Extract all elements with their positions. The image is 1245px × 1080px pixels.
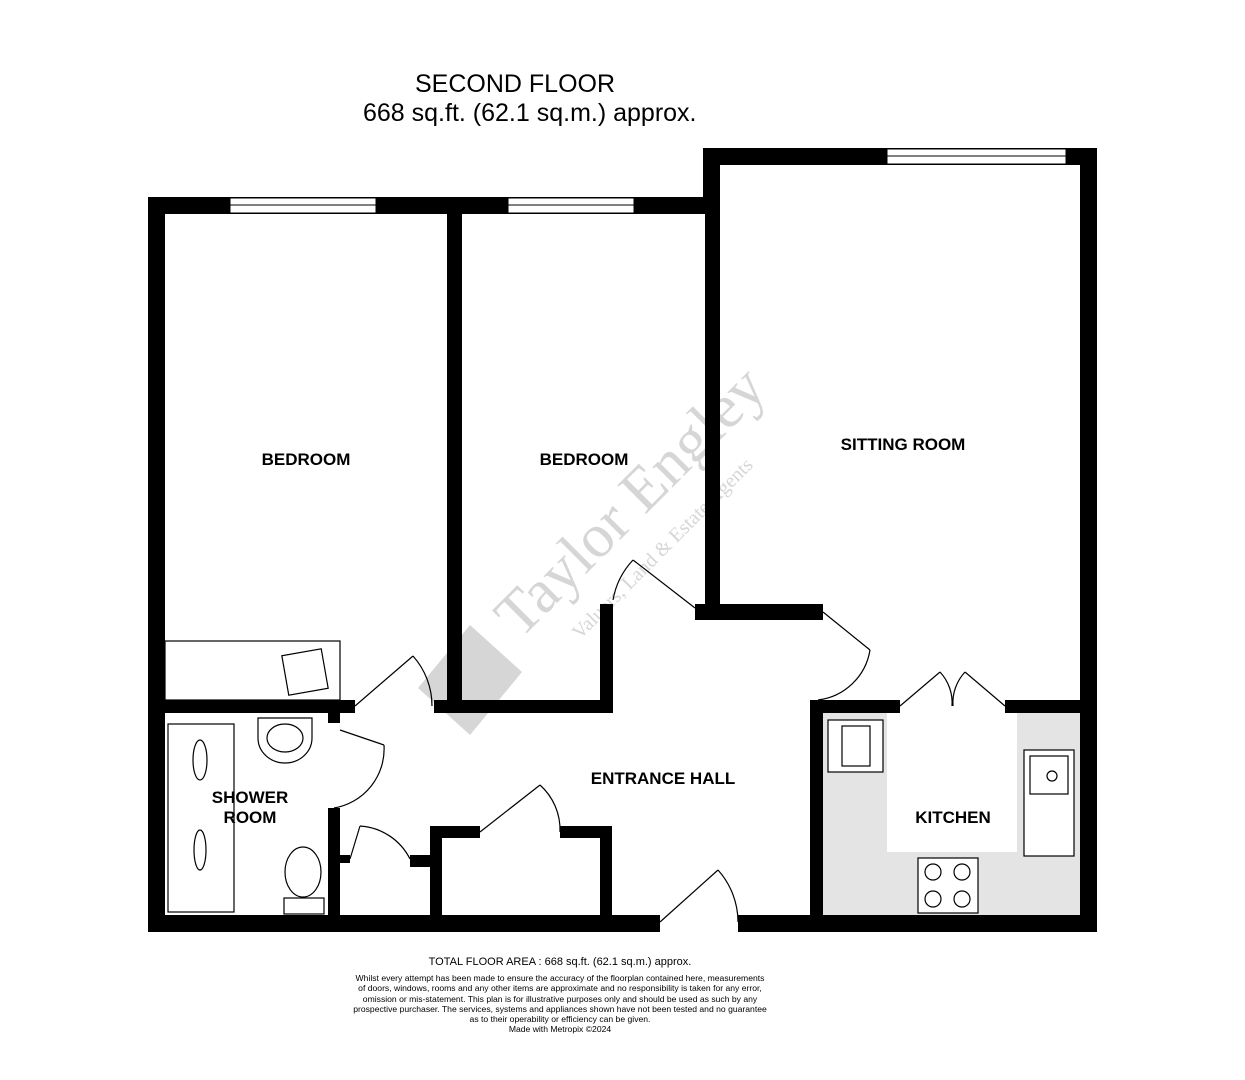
walls [148, 148, 1097, 932]
room-label-shower-line1: SHOWER [211, 788, 289, 807]
disclaimer-line: of doors, windows, rooms and any other i… [358, 983, 762, 994]
disclaimer-line: prospective purchaser. The services, sys… [353, 1003, 767, 1014]
chair [281, 648, 329, 696]
doors [333, 559, 1006, 923]
room-label-kitchen: KITCHEN [915, 808, 991, 827]
windows [229, 148, 1067, 214]
disclaimer-line: Whilst every attempt has been made to en… [355, 973, 765, 983]
footer-credit: Made with Metropix ©2024 [508, 1024, 612, 1035]
room-label-entrance-hall: ENTRANCE HALL [590, 769, 736, 788]
floor-name: SECOND FLOOR [415, 70, 616, 98]
fixtures [164, 640, 1075, 915]
disclaimer-line: as to their operability or efficiency ca… [469, 1014, 651, 1025]
room-label-bedroom-1: BEDROOM [261, 450, 351, 469]
room-label-sitting-room: SITTING ROOM [840, 435, 966, 454]
room-label-shower-line2: ROOM [223, 808, 277, 827]
toilet-cistern [283, 897, 325, 915]
floor-area: 668 sq.ft. (62.1 sq.m.) approx. [363, 99, 697, 127]
room-label-shower-room: SHOWER ROOM [212, 788, 289, 828]
watermark-logo: Taylor Engley Valuers, Land & Estate Age… [418, 353, 779, 735]
footer-total-area: TOTAL FLOOR AREA : 668 sq.ft. (62.1 sq.m… [428, 956, 692, 968]
footer-disclaimer: Whilst every attempt has been made to en… [0, 973, 1120, 1035]
room-label-bedroom-2: BEDROOM [539, 450, 629, 469]
toilet-icon [284, 846, 322, 898]
disclaimer-line: omission or mis-statement. This plan is … [362, 993, 758, 1004]
shower-head-icon [192, 739, 208, 781]
